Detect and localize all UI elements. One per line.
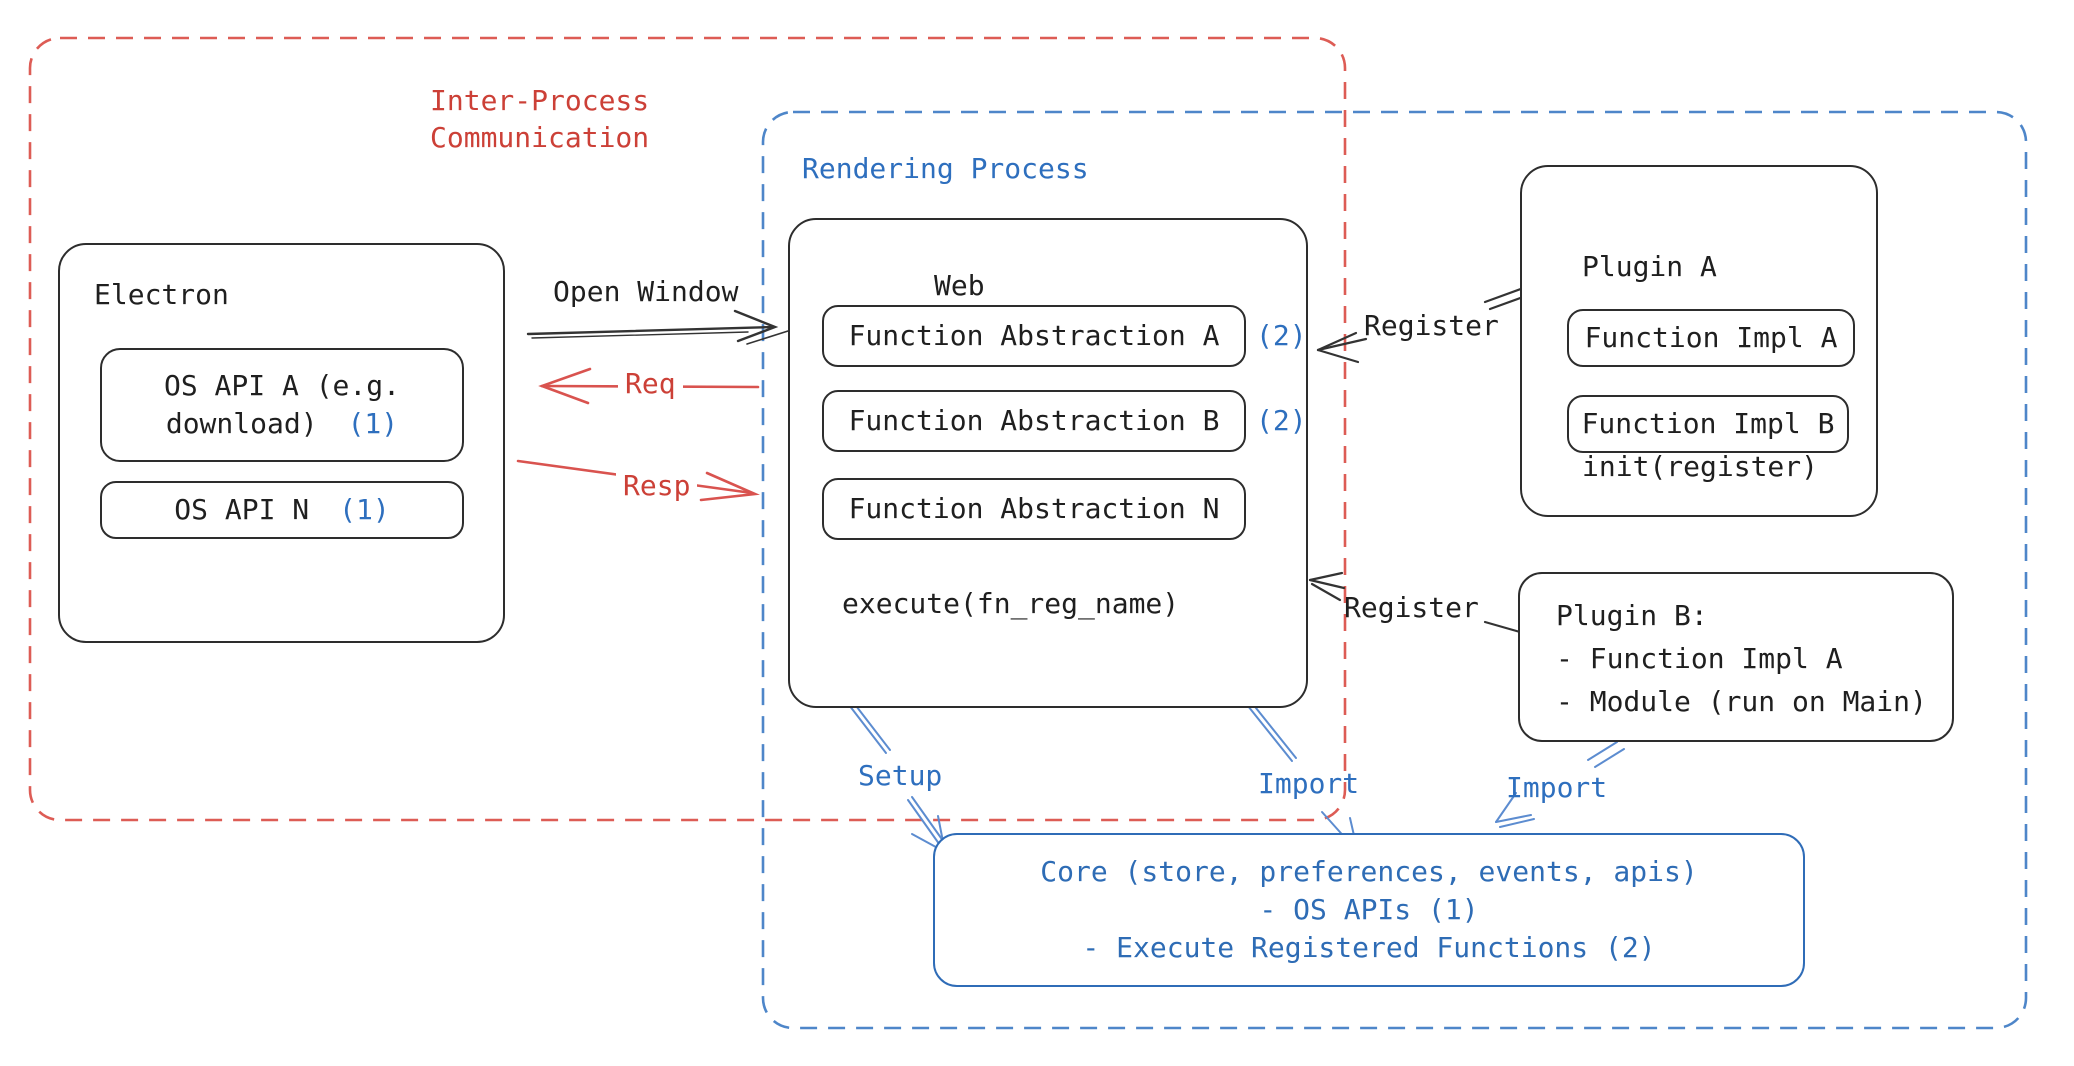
plugin-b-item-1: - Function Impl A [1556,642,1843,675]
register-b-arrow [1308,571,1522,634]
function-abstraction-b-badge: (2) [1256,404,1307,437]
plugin-b-node: Plugin B: - Function Impl A - Module (ru… [1518,572,1954,742]
import-plugin-b-label: Import [1506,771,1608,804]
function-abstraction-n-label: Function Abstraction N [848,492,1220,525]
ipc-label-line1: Inter-Process [430,84,650,117]
os-api-n-chip: OS API N (1) [100,481,464,539]
os-api-n-badge: (1) [339,493,390,526]
ipc-region-border [28,36,1347,822]
function-abstraction-a-label: Function Abstraction A [848,319,1220,352]
plugin-a-footer: init(register) [1582,450,1819,483]
setup-label: Setup [858,759,943,792]
core-line-1: Core (store, preferences, events, apis) [1040,855,1698,888]
os-api-a-line2: download) [165,407,318,440]
function-abstraction-b-chip: Function Abstraction B [822,390,1246,452]
plugin-b-title: Plugin B: [1556,599,1708,632]
os-api-a-badge: (1) [347,407,399,440]
function-impl-b-chip: Function Impl B [1567,395,1849,453]
rendering-region-label: Rendering Process [802,152,1089,185]
rendering-region-border [761,110,2028,1030]
electron-node: Electron OS API A (e.g. download) (1) OS… [58,243,505,643]
function-impl-a-label: Function Impl A [1584,321,1838,354]
core-node: Core (store, preferences, events, apis) … [933,833,1805,987]
function-abstraction-n-row: Function Abstraction N [822,478,1246,540]
import-plugin-b-arrow [1495,741,1625,828]
import-web-label: Import [1258,767,1360,800]
ipc-label-line2: Communication [430,121,650,154]
os-api-a-line1: OS API A (e.g. [163,369,400,402]
open-window-arrow [526,309,789,345]
open-window-label: Open Window [553,275,739,308]
electron-title: Electron [94,278,229,311]
web-node: Web Function Abstraction A (2) Function … [788,218,1308,708]
core-line-3: - Execute Registered Functions (2) [1082,931,1656,964]
ipc-region-label: Inter-Process Communication [430,82,649,156]
register-b-label: Register [1344,591,1479,624]
req-label: Req [618,369,683,399]
core-line-2: - OS APIs (1) [1259,893,1479,926]
function-abstraction-a-chip: Function Abstraction A [822,305,1246,367]
function-impl-a-chip: Function Impl A [1567,309,1855,367]
resp-label: Resp [616,471,698,501]
function-abstraction-n-chip: Function Abstraction N [822,478,1246,540]
function-abstraction-a-row: Function Abstraction A (2) [822,305,1307,367]
function-abstraction-b-row: Function Abstraction B (2) [822,390,1307,452]
os-api-n-label: OS API N [174,493,310,526]
web-title: Web [934,269,985,302]
function-abstraction-b-label: Function Abstraction B [848,404,1220,437]
function-abstraction-a-badge: (2) [1256,319,1307,352]
function-impl-b-label: Function Impl B [1581,407,1835,440]
os-api-a-chip: OS API A (e.g. download) (1) [100,348,464,462]
plugin-a-title: Plugin A [1582,250,1717,283]
plugin-b-item-2: - Module (run on Main) [1556,685,1927,718]
plugin-a-node: Plugin A Function Impl A Function Impl B… [1520,165,1878,517]
register-a-label: Register [1364,309,1499,342]
web-footer: execute(fn_reg_name) [842,587,1180,620]
